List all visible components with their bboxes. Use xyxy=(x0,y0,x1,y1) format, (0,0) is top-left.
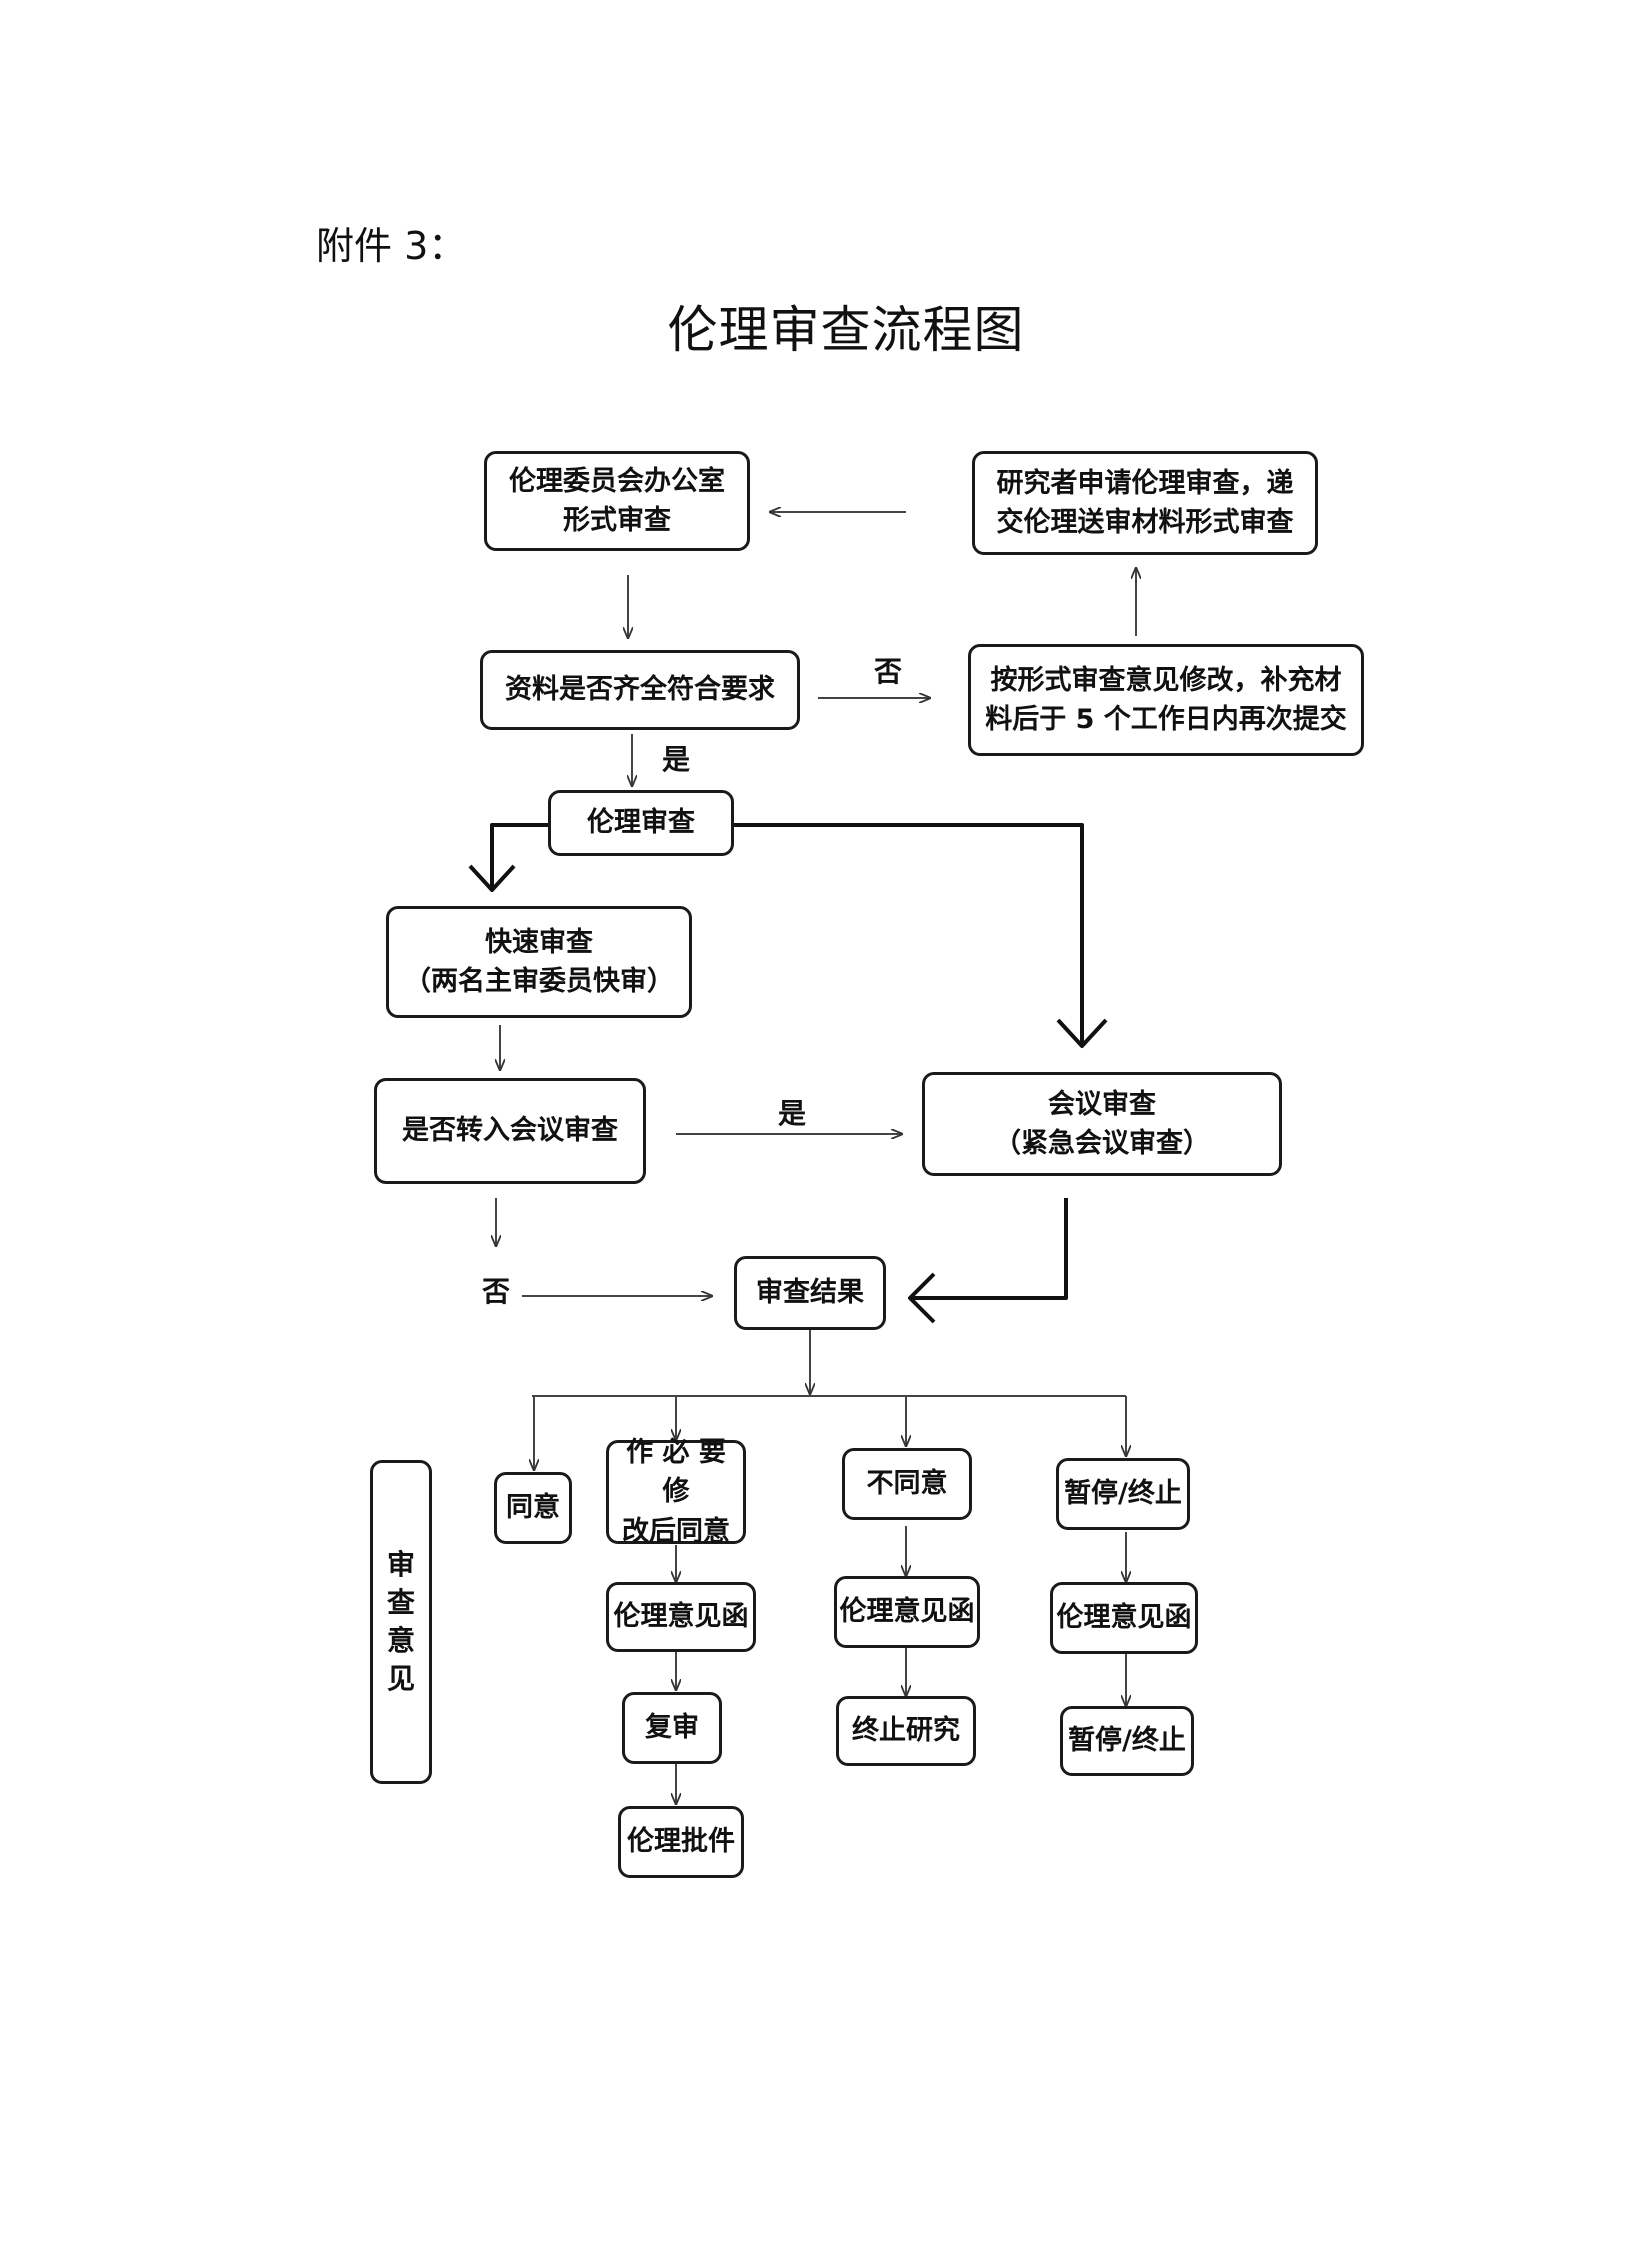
arrowhead-expedited xyxy=(468,864,516,892)
revise-resubmit-line2: 料后于 5 个工作日内再次提交 xyxy=(985,704,1347,735)
agree-box: 同意 xyxy=(494,1472,572,1544)
arrowhead-meeting xyxy=(1056,1018,1108,1048)
transfer-check-box: 是否转入会议审查 xyxy=(374,1078,646,1184)
opinion-char-3: 意 xyxy=(386,1624,415,1657)
attachment-label: 附件 3： xyxy=(316,224,467,268)
suspend-box: 暂停/终止 xyxy=(1056,1458,1190,1530)
terminate-study-box: 终止研究 xyxy=(836,1696,976,1766)
letter-box-3: 伦理意见函 xyxy=(1050,1582,1198,1654)
approval-text: 伦理批件 xyxy=(627,1826,735,1858)
expedited-review-line1: 快速审查 xyxy=(485,926,593,958)
letter-2-text: 伦理意见函 xyxy=(839,1596,975,1628)
office-review-line2: 形式审查 xyxy=(563,505,671,536)
revise-resubmit-box: 按形式审查意见修改，补充材 料后于 5 个工作日内再次提交 xyxy=(968,644,1364,756)
opinion-char-4: 见 xyxy=(386,1661,415,1695)
page-title: 伦理审查流程图 xyxy=(667,301,1025,359)
revise-resubmit-line1: 按形式审查意见修改，补充材 xyxy=(990,664,1342,696)
meeting-review-line1: 会议审查 xyxy=(1048,1088,1156,1120)
arrowhead-result xyxy=(908,1272,936,1324)
modify-agree-box: 作 必 要 修 改后同意 xyxy=(606,1437,746,1547)
modify-agree-line2: 改后同意 xyxy=(622,1515,730,1547)
meeting-review-line2: （紧急会议审查） xyxy=(994,1128,1210,1159)
review-result-box: 审查结果 xyxy=(734,1256,886,1330)
suspend-text: 暂停/终止 xyxy=(1064,1478,1182,1510)
office-review-box: 伦理委员会办公室 形式审查 xyxy=(484,451,750,551)
agree-text: 同意 xyxy=(506,1492,560,1524)
re-review-box: 复审 xyxy=(622,1692,722,1764)
disagree-box: 不同意 xyxy=(842,1448,972,1520)
completeness-check-text: 资料是否齐全符合要求 xyxy=(505,674,775,706)
edge-label-yes-transfer: 是 xyxy=(778,1097,807,1130)
ethics-review-text: 伦理审查 xyxy=(587,807,695,839)
office-review-line1: 伦理委员会办公室 xyxy=(509,465,725,497)
review-result-text: 审查结果 xyxy=(756,1277,864,1309)
letter-box-2: 伦理意见函 xyxy=(834,1576,980,1648)
arrow-meeting-to-result xyxy=(912,1198,1068,1300)
transfer-check-text: 是否转入会议审查 xyxy=(402,1115,618,1147)
letter-box-1: 伦理意见函 xyxy=(606,1582,756,1652)
suspend-result-box: 暂停/终止 xyxy=(1060,1706,1194,1776)
completeness-check-box: 资料是否齐全符合要求 xyxy=(480,650,800,730)
meeting-review-box: 会议审查 （紧急会议审查） xyxy=(922,1072,1282,1176)
edge-label-no-incomplete: 否 xyxy=(874,655,903,688)
ethics-review-box: 伦理审查 xyxy=(548,790,734,856)
researcher-apply-line2: 交伦理送审材料形式审查 xyxy=(996,507,1294,538)
researcher-apply-box: 研究者申请伦理审查，递 交伦理送审材料形式审查 xyxy=(972,451,1318,555)
terminate-study-text: 终止研究 xyxy=(852,1715,960,1747)
disagree-text: 不同意 xyxy=(866,1468,948,1500)
edge-label-yes-complete: 是 xyxy=(662,743,691,776)
expedited-review-box: 快速审查 （两名主审委员快审） xyxy=(386,906,692,1018)
opinion-label-box: 审 查 意 见 xyxy=(370,1460,432,1784)
expedited-review-line2: （两名主审委员快审） xyxy=(404,966,674,997)
suspend-result-text: 暂停/终止 xyxy=(1068,1725,1186,1757)
arrow-ethics-to-meeting xyxy=(733,823,1084,1044)
arrow-ethics-to-expedited xyxy=(490,823,550,888)
approval-box: 伦理批件 xyxy=(618,1806,744,1878)
re-review-text: 复审 xyxy=(645,1712,699,1744)
opinion-char-2: 查 xyxy=(386,1586,415,1620)
edge-label-no-transfer: 否 xyxy=(482,1275,511,1308)
modify-agree-line1: 作 必 要 修 xyxy=(626,1437,726,1508)
letter-1-text: 伦理意见函 xyxy=(613,1601,749,1633)
opinion-char-1: 审 xyxy=(386,1548,415,1582)
letter-3-text: 伦理意见函 xyxy=(1056,1602,1192,1634)
researcher-apply-line1: 研究者申请伦理审查，递 xyxy=(996,467,1294,499)
